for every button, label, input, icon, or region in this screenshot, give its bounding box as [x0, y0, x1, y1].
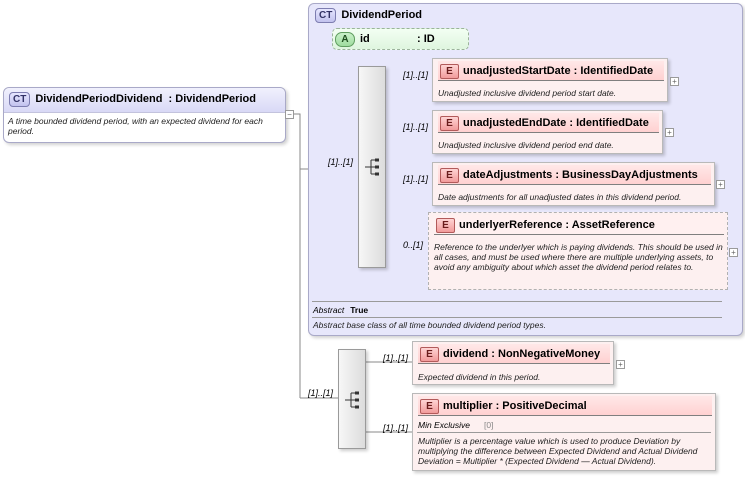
element-occurrence: [1]..[1]: [383, 423, 409, 433]
element-doc: Multiplier is a percentage value which i…: [418, 436, 698, 466]
separator: [312, 301, 722, 302]
element-type: : NonNegativeMoney: [491, 348, 601, 360]
extension-sequence[interactable]: [338, 349, 366, 449]
element-date-adjustments[interactable]: E dateAdjustments : BusinessDayAdjustmen…: [432, 162, 715, 206]
element-name: dateAdjustments: [463, 169, 553, 181]
plus-icon[interactable]: +: [729, 248, 738, 257]
base-sequence[interactable]: [358, 66, 386, 268]
base-type-doc: Abstract base class of all time bounded …: [313, 320, 546, 330]
element-icon: E: [420, 399, 439, 414]
attribute-type: : ID: [417, 33, 435, 45]
element-type: : IdentifiedDate: [569, 117, 649, 129]
abstract-value: True: [350, 305, 369, 315]
attribute-name: id: [360, 33, 370, 45]
abstract-row: Abstract True: [313, 305, 368, 315]
sequence-icon: [365, 158, 379, 176]
plus-icon[interactable]: +: [665, 128, 674, 137]
main-type-name: DividendPeriodDividend: [35, 93, 163, 105]
abstract-label: Abstract: [313, 305, 345, 315]
separator: [312, 317, 722, 318]
element-occurrence: [1]..[1]: [403, 122, 429, 132]
element-type: : AssetReference: [565, 219, 655, 231]
element-name: dividend: [443, 348, 489, 360]
element-dividend[interactable]: E dividend : NonNegativeMoney Expected d…: [412, 341, 614, 385]
plus-icon[interactable]: −: [285, 110, 294, 119]
element-unadjusted-end-date[interactable]: E unadjustedEndDate : IdentifiedDate Una…: [432, 110, 663, 154]
plus-icon[interactable]: +: [670, 77, 679, 86]
element-multiplier[interactable]: E multiplier : PositiveDecimal Min Exclu…: [412, 393, 716, 471]
separator: [417, 432, 711, 433]
element-header: E unadjustedEndDate : IdentifiedDate: [438, 113, 659, 133]
element-doc: Expected dividend in this period.: [418, 372, 541, 382]
element-icon: E: [440, 116, 459, 131]
element-occurrence: [1]..[1]: [403, 70, 429, 80]
element-occurrence: [1]..[1]: [403, 174, 429, 184]
element-header: E unadjustedStartDate : IdentifiedDate: [438, 61, 664, 81]
attribute-icon: A: [335, 32, 355, 47]
facet-row: Min Exclusive [0]: [418, 420, 493, 430]
element-doc: Date adjustments for all unadjusted date…: [438, 192, 682, 202]
element-doc: Reference to the underlyer which is payi…: [434, 242, 723, 272]
element-underlyer-reference[interactable]: E underlyerReference : AssetReference Re…: [428, 212, 728, 290]
main-type-box[interactable]: CT DividendPeriodDividend : DividendPerio…: [3, 87, 286, 143]
attribute-id[interactable]: A id : ID: [332, 28, 469, 50]
main-type-header: CT DividendPeriodDividend : DividendPerio…: [4, 88, 285, 113]
element-icon: E: [420, 347, 439, 362]
element-occurrence: 0..[1]: [403, 240, 424, 250]
element-icon: E: [440, 64, 459, 79]
plus-icon[interactable]: +: [616, 360, 625, 369]
sequence-icon: [345, 391, 359, 409]
element-doc: Unadjusted inclusive dividend period end…: [438, 140, 614, 150]
element-type: : BusinessDayAdjustments: [555, 169, 698, 181]
element-header: E multiplier : PositiveDecimal: [418, 396, 712, 416]
element-doc: Unadjusted inclusive dividend period sta…: [438, 88, 617, 98]
element-name: underlyerReference: [459, 219, 563, 231]
base-type-name: DividendPeriod: [341, 9, 423, 21]
complex-type-icon: CT: [315, 8, 337, 23]
element-type: : IdentifiedDate: [573, 65, 654, 77]
base-type-title: CT DividendPeriod: [315, 8, 422, 23]
element-header: E dateAdjustments : BusinessDayAdjustmen…: [438, 165, 711, 185]
element-name: unadjustedEndDate: [463, 117, 567, 129]
element-unadjusted-start-date[interactable]: E unadjustedStartDate : IdentifiedDate U…: [432, 58, 668, 102]
element-icon: E: [440, 168, 459, 183]
extension-sequence-occurrence: [1]..[1]: [308, 388, 334, 398]
facet-value: [0]: [483, 420, 494, 430]
element-header: E dividend : NonNegativeMoney: [418, 344, 610, 364]
element-icon: E: [436, 218, 455, 233]
element-occurrence: [1]..[1]: [383, 353, 409, 363]
element-name: unadjustedStartDate: [463, 65, 571, 77]
main-type-doc: A time bounded dividend period, with an …: [8, 116, 263, 136]
complex-type-icon: CT: [9, 92, 31, 107]
main-type-type: : DividendPeriod: [168, 93, 256, 105]
element-header: E underlyerReference : AssetReference: [434, 215, 724, 235]
facet-label: Min Exclusive: [418, 420, 470, 430]
base-sequence-occurrence: [1]..[1]: [328, 157, 354, 167]
element-type: : PositiveDecimal: [495, 400, 587, 412]
element-name: multiplier: [443, 400, 493, 412]
plus-icon[interactable]: +: [716, 180, 725, 189]
